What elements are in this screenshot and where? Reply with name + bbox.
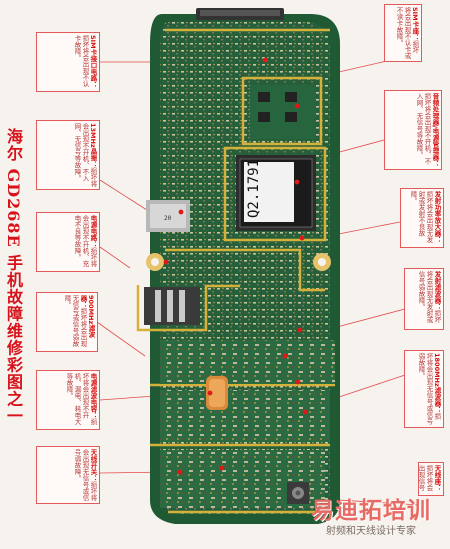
note-power-circuit: 电源电路：损坏将会出现不开机、充电不良等故障。 [36,212,100,272]
chip-marking: Q2.1791 [246,159,262,218]
note-body: 损坏将会出现不认卡或不读卡故障。 [395,7,419,59]
note-body: 损坏将会出现无发射或信号弱故障。 [417,271,441,323]
note-body: 损坏将会出现信号弱故障。 [418,465,433,491]
note-head: 900MHz滤波器： [79,295,95,338]
note-body: 损坏将会出现无发射或发射不良故障。 [409,191,433,243]
note-pa-filter: 发射滤波器：损坏将会出现无发射或信号弱故障。 [404,268,444,330]
note-body: 损坏将会出现不认卡故障。 [73,35,89,87]
note-head: 1800MHz滤波器： [433,353,441,413]
note-body: 损坏将会出现无信号或信号弱故障。 [73,449,97,501]
page-title: 海尔 GD268E 手机故障维修彩图之一 [4,128,23,425]
note-head: 音频处理器/电源管理器： [431,93,439,167]
note-antenna-switch: 天线开关：损坏将会出现无信号或信号弱故障。 [36,446,100,504]
note-antenna-base: 天线座：损坏将会出现信号弱故障。 [418,462,444,496]
note-head: 天线开关： [89,449,97,482]
note-head: 发射滤波器： [433,271,441,310]
note-head: SIM卡座： [411,7,419,41]
note-coupler: 电源滤波电容：损坏将会出现不开机、漏电、耗电大等故障。 [36,370,100,430]
note-body: 损坏将会出现无信号或信号弱故障。 [63,295,87,347]
note-head: 13MHz晶振： [89,123,97,168]
note-head: 发射功率放大器： [433,191,441,243]
note-rx-900mhz: 900MHz滤波器：损坏将会出现无信号或信号弱故障。 [36,292,98,352]
note-head: 电源电路： [89,215,97,248]
note-head: 电源滤波电容： [89,373,97,419]
note-body: 损坏将会出现不开机、不入网、无信号等故障。 [415,93,431,165]
note-audio-ic: 音频处理器/电源管理器：损坏将会出现不开机、不入网、无信号等故障。 [384,90,442,170]
note-clock-13mhz: 13MHz晶振：损坏将会出现不开机、不入网、无信号等故障。 [36,120,100,190]
watermark: 易迪拓培训 射频和天线设计专家 [296,497,446,547]
watermark-logo: 易迪拓培训 [311,498,431,524]
svg-text:20: 20 [164,215,172,222]
note-head: SIM卡接口电路： [89,35,97,88]
note-sim-interface: SIM卡接口电路：损坏将会出现不认卡故障。 [36,32,100,92]
watermark-subtitle: 射频和天线设计专家 [326,526,416,537]
note-body: 损坏将会出现不开机、充电不良等故障。 [73,215,97,267]
note-rx-1800mhz: 1800MHz滤波器：损坏将会出现无信号或信号弱故障。 [404,350,444,428]
leader-lines [96,57,421,506]
note-body: 损坏将会出现不开机、不入网、无信号等故障。 [73,123,97,187]
note-tx-power-amp: 发射功率放大器：损坏将会出现无发射或发射不良故障。 [400,188,444,248]
note-body: 损坏将会出现不开机、漏电、耗电大等故障。 [65,373,97,425]
note-body: 损坏将会出现无信号或信号弱故障。 [417,353,441,425]
note-sim-card: SIM卡座：损坏将会出现不认卡或不读卡故障。 [384,4,422,62]
note-head: 天线座： [433,465,441,491]
